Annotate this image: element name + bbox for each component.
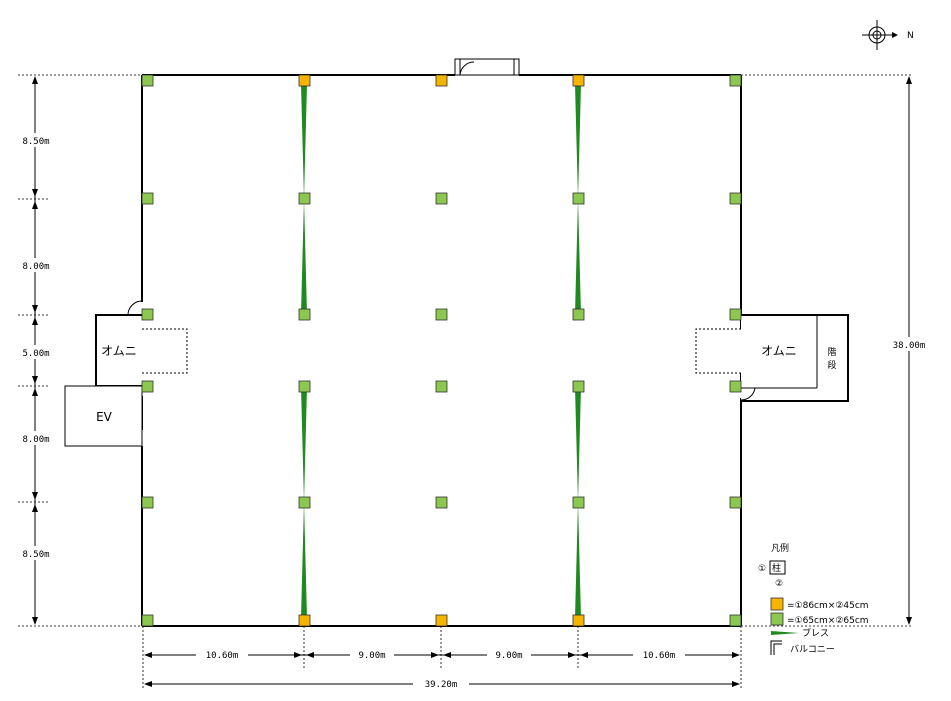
stairs-label-bottom: 段: [827, 359, 836, 371]
left-omuni-label: オムニ: [101, 344, 137, 358]
dim-right-total: 38.00m: [893, 341, 926, 351]
legend-pillar-symbol-icon: [769, 560, 786, 575]
legend-balcony-icon: [770, 640, 782, 655]
dim-bottom-1: 10.60m: [206, 651, 239, 661]
bottom-extension-lines: [142, 626, 742, 690]
pillar: [729, 614, 742, 627]
pillar: [435, 496, 448, 509]
dim-left-1: 8.50m: [22, 137, 49, 147]
dim-bottom-2: 9.00m: [358, 651, 385, 661]
pillar: [572, 614, 585, 627]
pillar: [435, 380, 448, 393]
right-extension-lines: [741, 74, 912, 627]
pillar: [141, 614, 154, 627]
pillar: [141, 496, 154, 509]
pillar: [435, 192, 448, 205]
building-outline: [141, 74, 742, 627]
pillar: [141, 380, 154, 393]
ev-label: EV: [96, 410, 113, 424]
pillar: [572, 74, 585, 87]
legend-title: 凡例: [771, 542, 789, 554]
legend: 凡例 ① 柱 ② =①86cm×②45cm =①65cm×②65cm ブレス バ…: [758, 542, 869, 655]
balcony: [454, 58, 520, 76]
pillar: [729, 496, 742, 509]
left-door-swing: [127, 300, 143, 316]
compass-north-icon: [862, 20, 898, 50]
dim-left-2: 8.00m: [22, 262, 49, 272]
legend-brace-icon: [771, 631, 799, 635]
legend-green-swatch: [770, 612, 784, 626]
pillar: [729, 74, 742, 87]
legend-brace-text: ブレス: [802, 627, 829, 639]
right-omuni-room: [695, 314, 849, 402]
legend-pillar-label: 柱: [772, 562, 781, 574]
pillar: [298, 380, 311, 393]
bottom-total-dimension-line: [144, 677, 740, 691]
pillar: [298, 74, 311, 87]
legend-green-text: =①65cm×②65cm: [787, 616, 869, 626]
pillar: [435, 74, 448, 87]
pillar: [298, 192, 311, 205]
pillar: [572, 192, 585, 205]
dim-left-3: 5.00m: [22, 349, 49, 359]
left-extension-lines: [18, 74, 143, 627]
pillar: [298, 308, 311, 321]
pillar: [298, 614, 311, 627]
right-omuni-label: オムニ: [761, 344, 797, 358]
right-door-swing: [740, 387, 756, 401]
legend-orange-text: =①86cm×②45cm: [787, 601, 869, 611]
legend-marker-2: ②: [775, 579, 783, 589]
pillar: [572, 380, 585, 393]
pillar: [141, 308, 154, 321]
dim-bottom-3: 9.00m: [495, 651, 522, 661]
pillars: [141, 74, 742, 627]
left-dimension-arrows: [32, 76, 38, 625]
pillar: [572, 496, 585, 509]
dim-bottom-total: 39.20m: [425, 680, 458, 690]
legend-orange-swatch: [770, 597, 784, 611]
pillar: [141, 74, 154, 87]
bottom-dimension-line: [144, 648, 740, 662]
left-omuni-room: [95, 314, 188, 387]
pillar: [435, 614, 448, 627]
pillar: [435, 308, 448, 321]
braces: [301, 84, 581, 618]
legend-balcony-text: バルコニー: [790, 644, 835, 655]
dim-bottom-4: 10.60m: [643, 651, 676, 661]
pillar: [572, 308, 585, 321]
legend-marker-1: ①: [758, 564, 766, 574]
pillar: [141, 192, 154, 205]
ev-shaft: [64, 385, 143, 447]
pillar: [729, 308, 742, 321]
compass-north-label: N: [907, 31, 914, 41]
pillar: [729, 380, 742, 393]
dim-left-4: 8.00m: [22, 435, 49, 445]
stairs-label-top: 階: [827, 347, 836, 358]
pillar: [729, 192, 742, 205]
dim-left-5: 8.50m: [22, 550, 49, 560]
pillar: [298, 496, 311, 509]
right-dimension-line: [884, 76, 934, 625]
